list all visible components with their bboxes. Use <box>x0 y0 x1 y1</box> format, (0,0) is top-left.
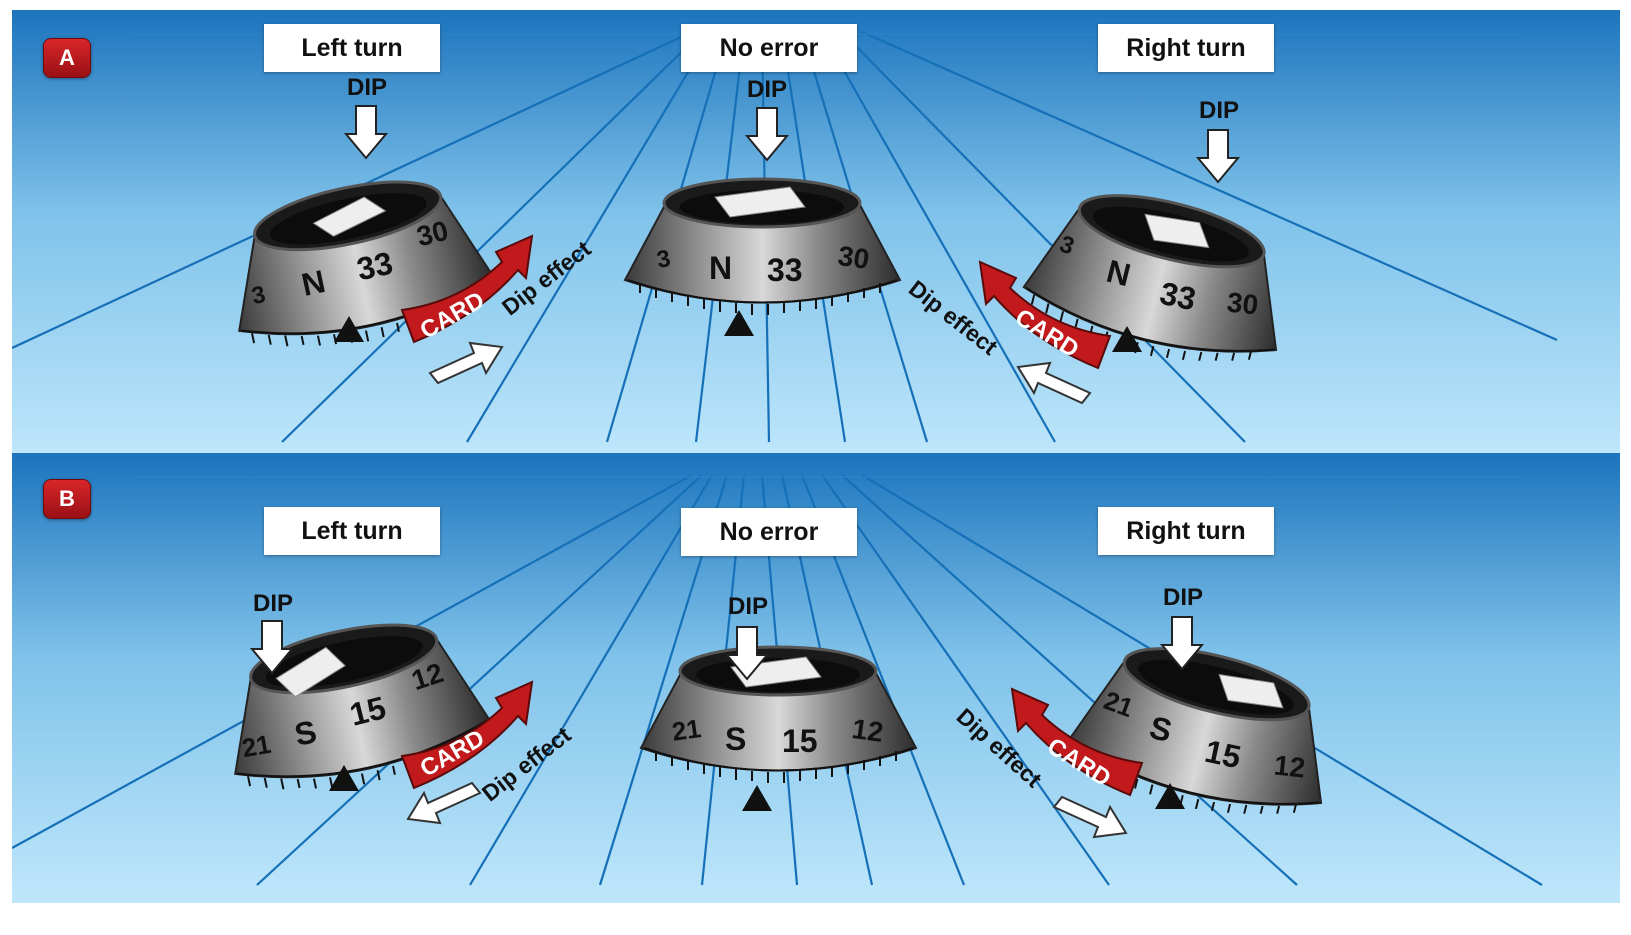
compass-no-error <box>620 175 905 330</box>
dip-effect-arrow-icon <box>406 781 482 825</box>
compass-label: 33 <box>1156 274 1200 318</box>
compass-label: N <box>709 250 733 286</box>
lubber-line-icon <box>1112 326 1142 352</box>
title-left-turn: Left turn <box>264 24 440 72</box>
dip-label: DIP <box>347 74 388 101</box>
card-arrow-icon <box>400 680 534 790</box>
badge-label: B <box>59 486 75 511</box>
panel-b: B Left turn No error Right turn DIP DIP … <box>12 453 1620 903</box>
dip-arrow-icon <box>344 105 388 160</box>
dip-label: DIP <box>1163 584 1204 611</box>
dip-arrow-icon <box>1196 129 1240 184</box>
perspective-lines <box>12 30 1558 443</box>
compass-left-turn <box>212 603 492 798</box>
card-effect-left <box>400 232 540 357</box>
card-effect-left <box>400 678 540 803</box>
compass-label: 33 <box>767 252 803 288</box>
dip-effect-arrow-icon <box>428 341 504 385</box>
title-left-turn: Left turn <box>264 507 440 555</box>
badge-label: A <box>59 45 75 70</box>
compass-left-turn <box>216 160 496 355</box>
dip-arrow-icon <box>250 620 294 675</box>
dip-effect-arrow-icon <box>1052 795 1128 839</box>
compass-label: 30 <box>836 239 872 276</box>
panel-badge: A <box>43 38 91 78</box>
title-right-turn: Right turn <box>1098 507 1274 555</box>
compass-label: 12 <box>850 712 886 749</box>
compass-label: 12 <box>1272 749 1307 784</box>
lubber-line-icon <box>1155 783 1185 809</box>
dip-label: DIP <box>747 76 788 103</box>
compass-label: 33 <box>353 244 396 288</box>
lubber-line-icon <box>742 785 772 811</box>
compass-right-turn <box>1022 175 1302 370</box>
title-right-turn: Right turn <box>1098 24 1274 72</box>
dip-label: DIP <box>728 593 769 620</box>
dip-arrow-icon <box>1160 616 1204 671</box>
dip-label: DIP <box>253 590 294 617</box>
card-effect-right <box>972 258 1112 383</box>
dip-effect-arrow-icon <box>1016 361 1092 405</box>
panel-a: A Left turn No error Right turn DIP DIP … <box>12 10 1620 460</box>
compass-label: 15 <box>782 723 818 759</box>
compass-label: 21 <box>239 728 274 764</box>
compass-label: 30 <box>1225 286 1260 321</box>
dip-arrow-icon <box>725 626 769 681</box>
compass-no-error <box>636 643 921 798</box>
lubber-line-icon <box>329 765 359 791</box>
compass-label: 21 <box>669 713 703 747</box>
title-no-error: No error <box>681 508 857 556</box>
lubber-line-icon <box>334 316 364 342</box>
title-no-error: No error <box>681 24 857 72</box>
lubber-line-icon <box>724 310 754 336</box>
card-effect-right <box>1004 685 1144 810</box>
card-arrow-icon <box>1010 687 1144 797</box>
compass-label: 15 <box>1201 732 1245 776</box>
compass-label: S <box>725 721 747 757</box>
dip-label: DIP <box>1199 97 1240 124</box>
card-arrow-icon <box>400 234 534 344</box>
panel-badge: B <box>43 479 91 519</box>
card-arrow-icon <box>978 260 1112 370</box>
dip-arrow-icon <box>745 107 789 162</box>
